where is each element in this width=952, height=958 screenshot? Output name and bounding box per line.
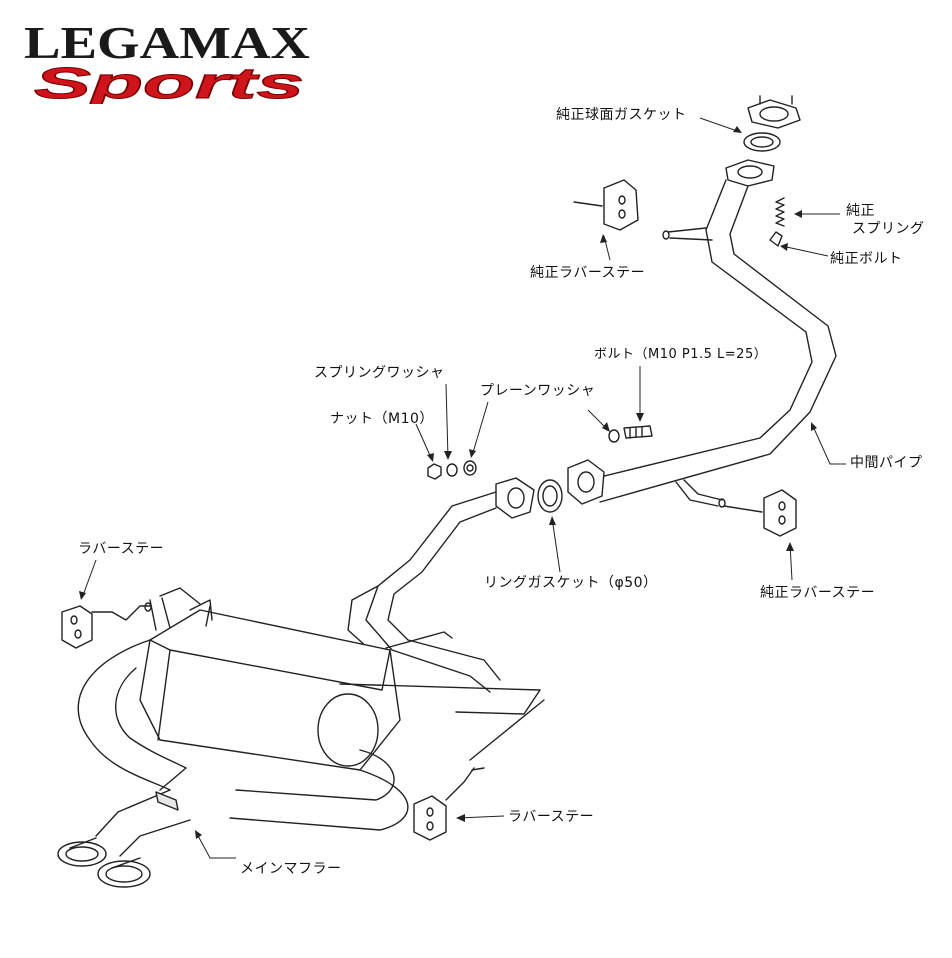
label-oem-spring-line2: スプリング — [852, 221, 925, 237]
plain-washer-right — [608, 429, 620, 443]
label-oem-bolt: 純正ボルト — [830, 251, 903, 267]
label-bolt-spec: ボルト（M10 P1.5 L=25） — [594, 347, 768, 362]
label-center-pipe: 中間パイプ — [850, 455, 923, 471]
oem-spring — [775, 197, 785, 227]
center-pipe-flange — [567, 459, 605, 505]
label-ring-gasket: リングガスケット（φ50） — [484, 575, 658, 591]
label-oem-rubber-stay-top: 純正ラバーステー — [530, 265, 646, 281]
bolt-m10 — [623, 425, 653, 439]
label-plain-washer: プレーンワッシャ — [480, 383, 596, 399]
label-rubber-stay-bottom: ラバーステー — [508, 809, 595, 825]
pipe-top-flange — [725, 159, 775, 187]
label-nut: ナット（M10） — [330, 411, 434, 427]
tail-pipes — [57, 767, 191, 888]
legamax-sports-logo: LEGAMAX Sports — [24, 17, 310, 104]
logo-legamax-text: LEGAMAX — [24, 17, 310, 68]
label-oem-ball-gasket: 純正球面ガスケット — [556, 107, 687, 123]
ring-gasket — [537, 479, 563, 513]
plain-washer-left — [463, 460, 477, 476]
label-oem-spring-line1: 純正 — [846, 203, 875, 219]
rear-pipe — [347, 491, 501, 693]
oem-bolt — [769, 231, 783, 247]
label-spring-washer: スプリングワッシャ — [314, 365, 445, 381]
label-oem-rubber-stay-right: 純正ラバーステー — [760, 585, 876, 601]
nut-m10 — [427, 463, 442, 480]
logo-sports-text: Sports — [34, 59, 304, 104]
front-flange — [747, 95, 801, 129]
label-main-muffler: メインマフラー — [240, 861, 342, 877]
label-rubber-stay-left: ラバーステー — [78, 541, 165, 557]
spring-washer — [446, 463, 458, 477]
loop-pipes — [77, 639, 409, 831]
center-pipe — [587, 179, 837, 508]
muffler-body — [139, 587, 545, 771]
ball-gasket — [743, 132, 781, 152]
rubber-stay-top — [573, 179, 639, 231]
rubber-stay-bottom — [413, 767, 475, 841]
rear-pipe-flange — [495, 477, 535, 519]
rubber-stay-right — [723, 489, 797, 537]
rubber-stay-left — [61, 602, 152, 649]
